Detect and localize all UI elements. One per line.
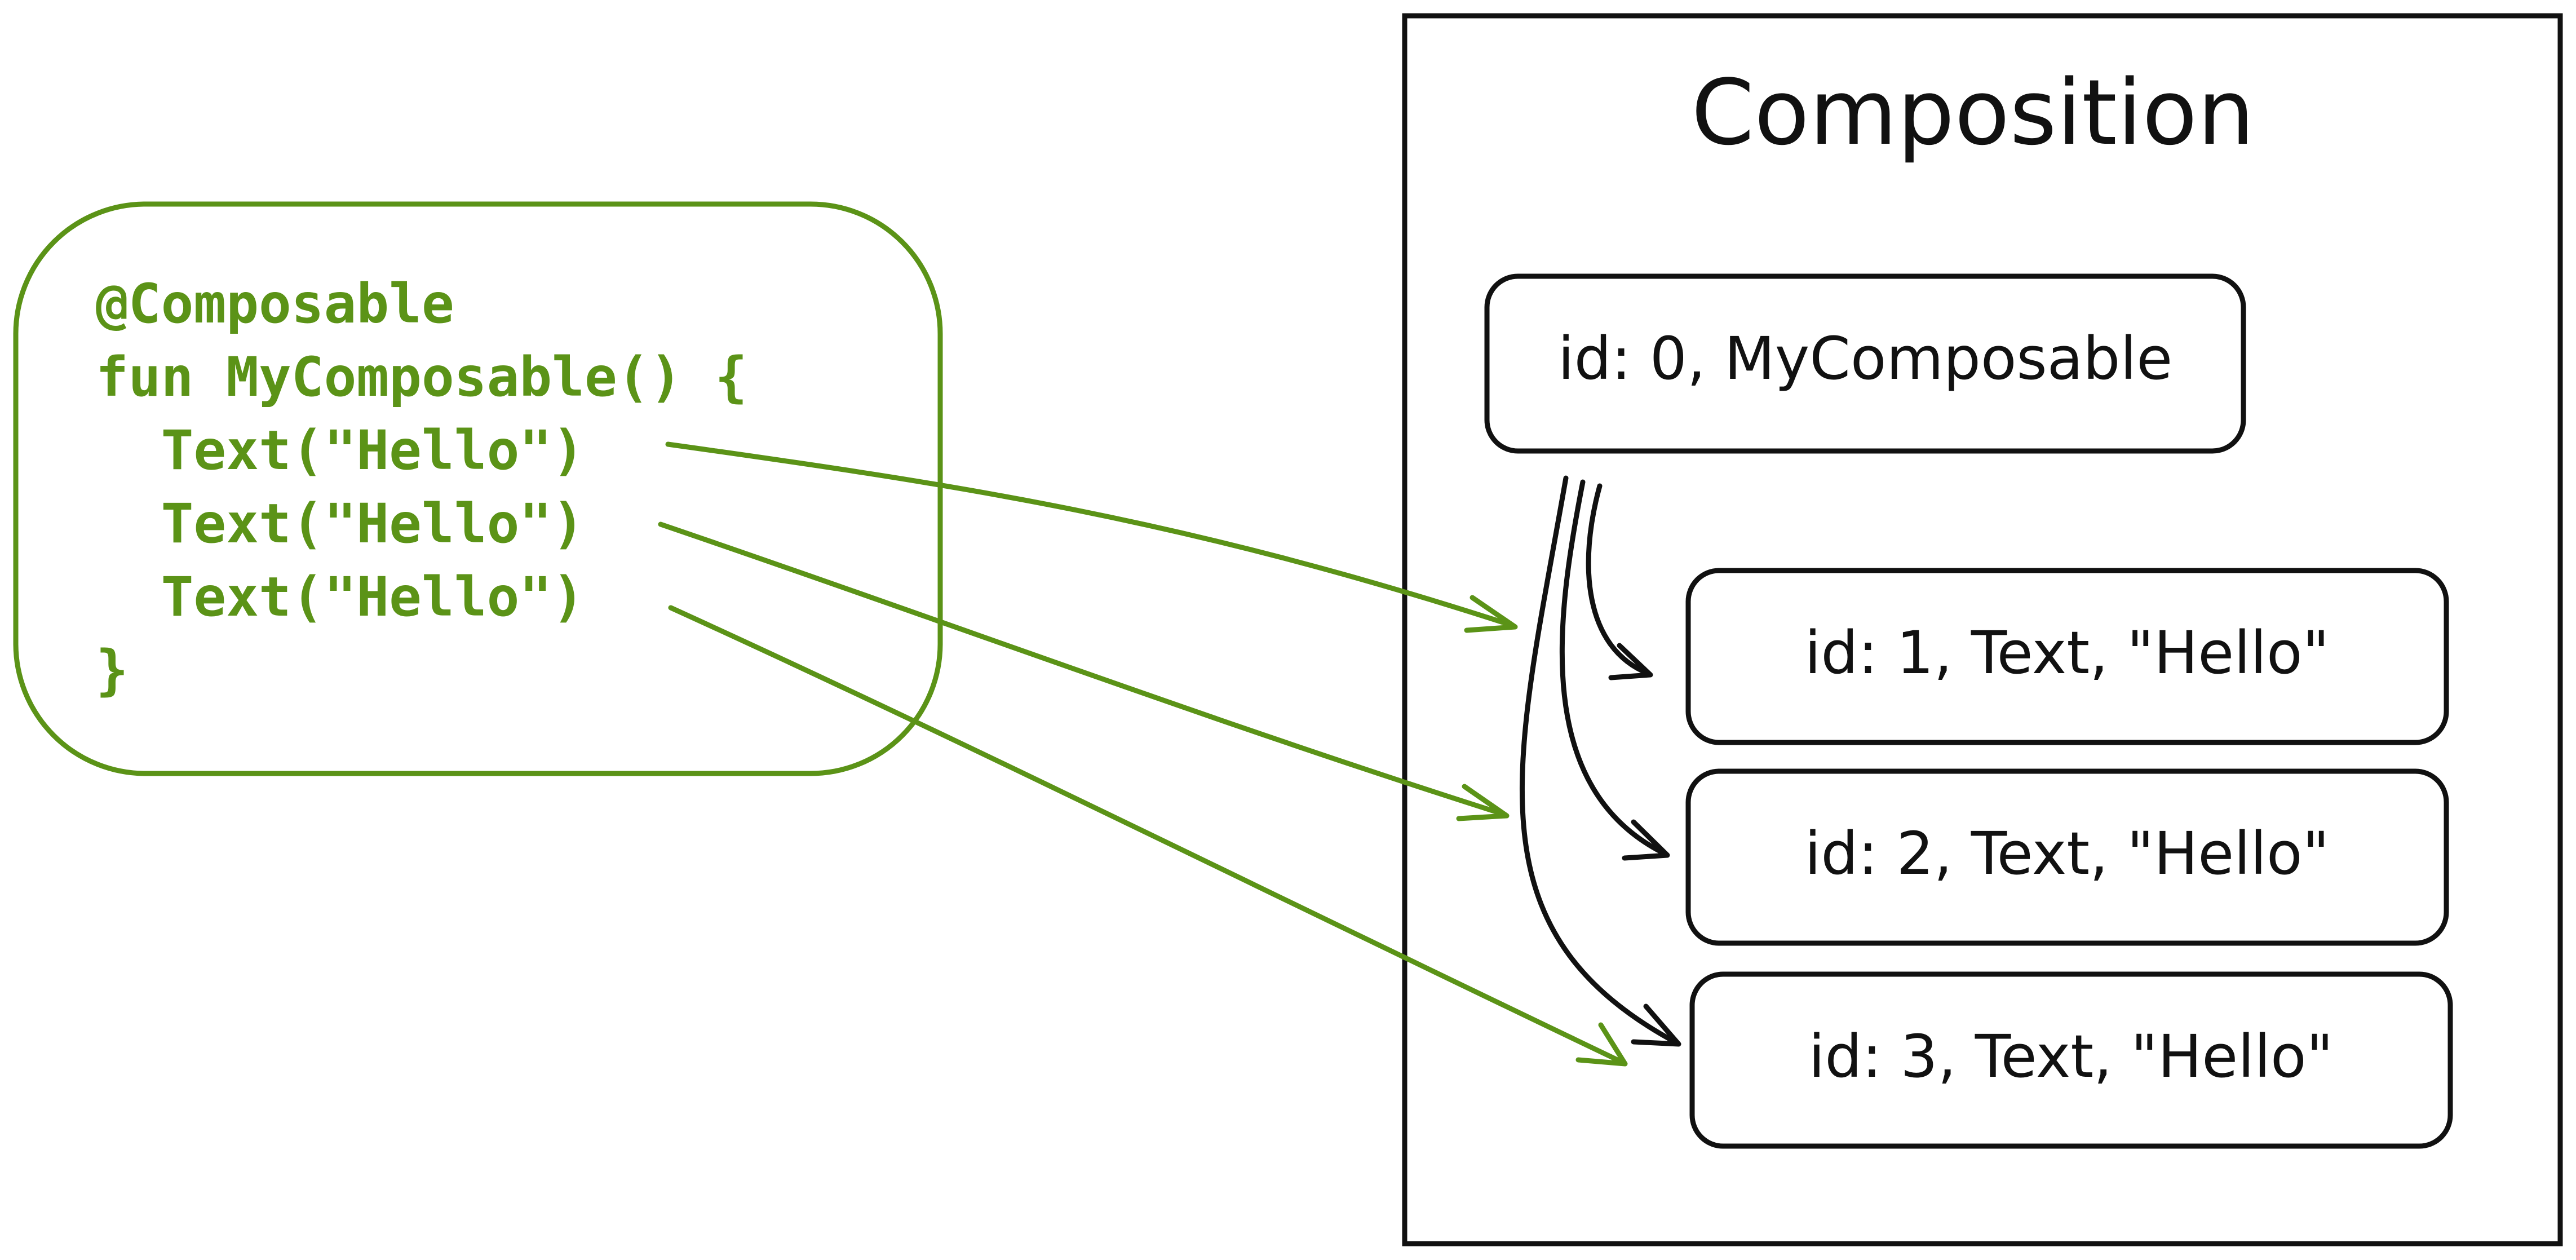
node-box: [1689, 971, 2453, 1149]
arrowhead-icon: [1464, 595, 1518, 633]
code-line-function-signature: fun MyComposable() {: [96, 346, 747, 409]
node-box: [1685, 568, 2449, 745]
node-box: [1484, 273, 2246, 454]
mapping-arrow-3: [668, 605, 1626, 1066]
composition-node-root: id: 0, MyComposable: [1484, 273, 2246, 454]
code-line-annotation: @Composable: [96, 272, 454, 335]
node-label: id: 0, MyComposable: [1558, 324, 2173, 393]
tree-arrow-to-node-1: [1586, 483, 1652, 677]
composition-node-2: id: 2, Text, "Hello": [1685, 768, 2449, 946]
mapping-arrow-1: [665, 441, 1516, 629]
code-line-text-call-3: Text("Hello"): [96, 565, 585, 629]
code-line-text-call-2: Text("Hello"): [96, 492, 585, 555]
code-block-border: [13, 201, 943, 776]
code-line-closing-brace: }: [96, 639, 129, 702]
code-block: @Composable fun MyComposable() { Text("H…: [13, 201, 943, 776]
tree-arrows: [1519, 475, 1681, 1047]
composition-panel-border: [1402, 13, 2563, 1246]
composition-node-3: id: 3, Text, "Hello": [1689, 971, 2453, 1149]
arrowhead-icon: [1456, 784, 1510, 821]
tree-arrow-to-node-3: [1519, 475, 1680, 1046]
arrowhead-icon: [1631, 1003, 1681, 1047]
node-label: id: 2, Text, "Hello": [1804, 819, 2329, 888]
mapping-arrows: [658, 441, 1628, 1067]
tree-arrow-to-node-2: [1559, 479, 1668, 857]
arrowhead-icon: [1575, 1022, 1628, 1067]
arrowhead-icon: [1608, 643, 1653, 680]
node-label: id: 3, Text, "Hello": [1808, 1022, 2333, 1091]
code-line-text-call-1: Text("Hello"): [96, 419, 585, 482]
node-box: [1685, 768, 2449, 946]
arrowhead-icon: [1622, 819, 1670, 861]
node-label: id: 1, Text, "Hello": [1804, 618, 2329, 687]
composition-title: Composition: [1691, 60, 2254, 165]
composition-panel: Composition id: 0, MyComposable id: 1, T…: [1402, 13, 2563, 1246]
mapping-arrow-2: [658, 521, 1508, 817]
composition-node-1: id: 1, Text, "Hello": [1685, 568, 2449, 745]
